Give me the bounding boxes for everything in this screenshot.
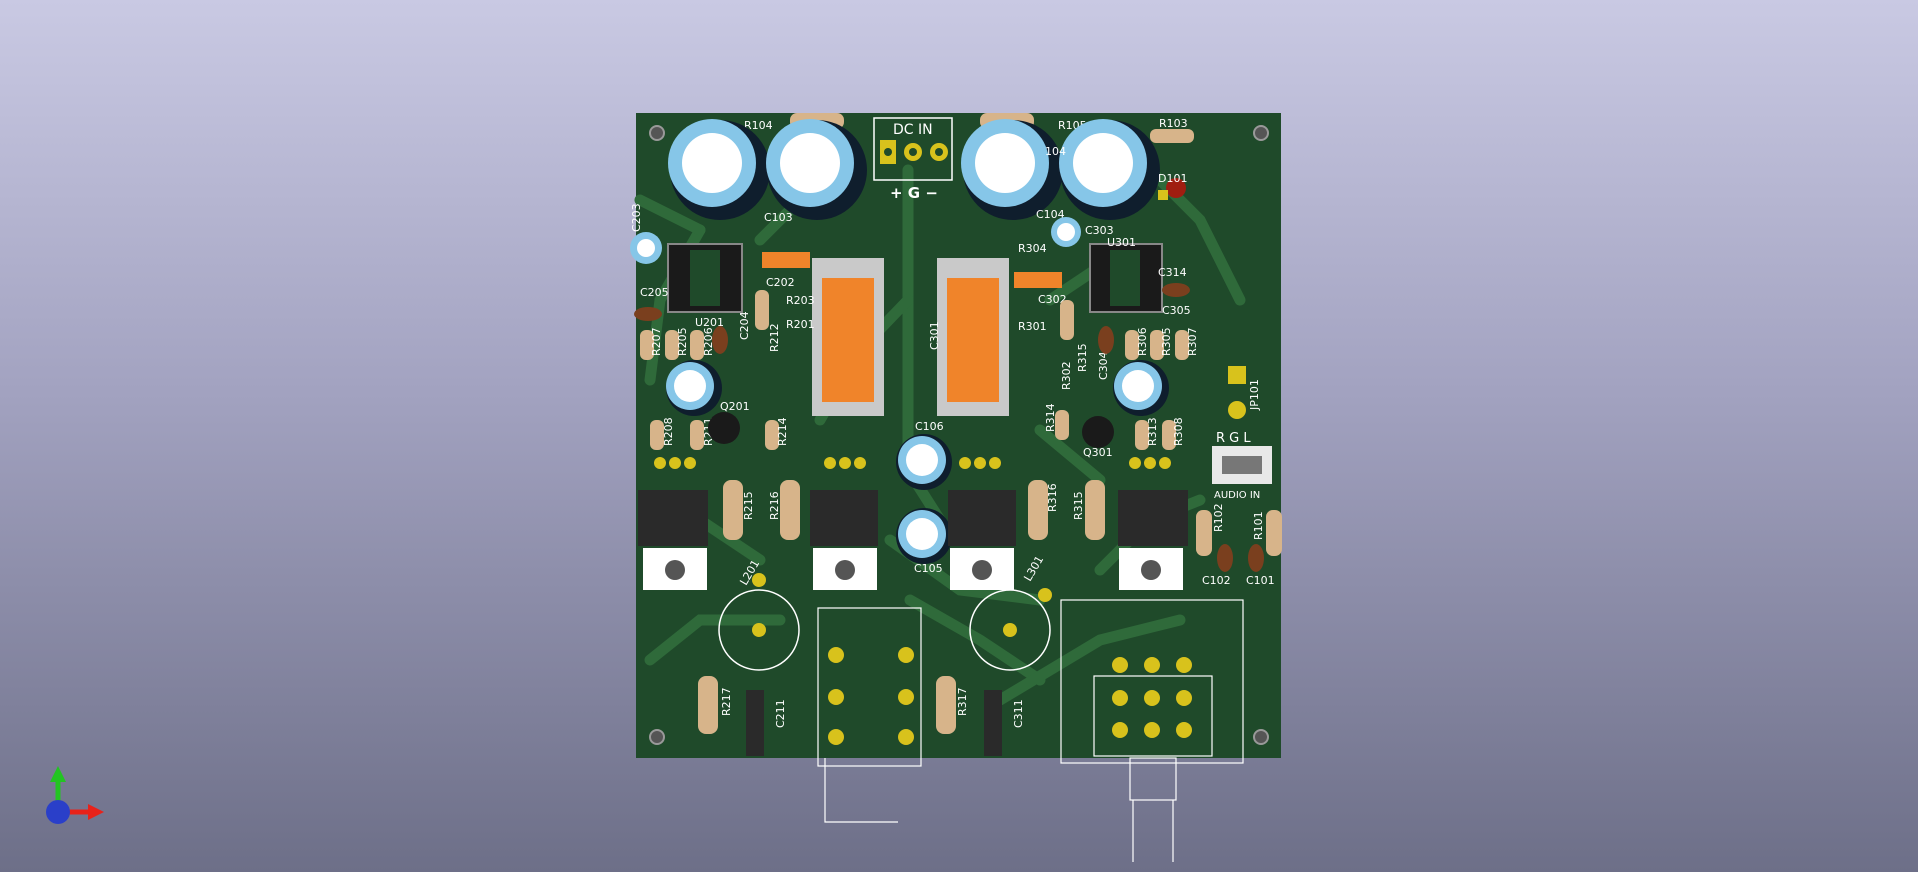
label-c205: C205: [640, 286, 669, 299]
label-c302: C302: [1038, 293, 1067, 306]
label-jp101: JP101: [1248, 379, 1261, 411]
axis-gizmo[interactable]: [46, 766, 104, 824]
label-r308: R308: [1172, 417, 1185, 446]
label-r201: R201: [786, 318, 815, 331]
label-q301: Q301: [1083, 446, 1113, 459]
mounting-holes: [649, 125, 1269, 745]
label-r101: R101: [1252, 511, 1265, 540]
label-c314: C314: [1158, 266, 1187, 279]
label-r207: R207: [650, 327, 663, 356]
label-c311: C311: [1012, 699, 1025, 728]
label-r315b: R315: [1072, 491, 1085, 520]
label-c301: C301: [928, 321, 941, 350]
label-c104-partial: 104: [1045, 145, 1066, 158]
dc-in-pins: + G −: [890, 184, 938, 202]
label-r314: R314: [1044, 403, 1057, 432]
electrolytic-caps-large: [668, 119, 1160, 220]
label-r212: R212: [768, 323, 781, 352]
label-r214: R214: [776, 417, 789, 446]
z-axis-icon: [46, 800, 70, 824]
connector-outlines: [817, 599, 1244, 767]
label-c103: C103: [764, 211, 793, 224]
transistor-q201: [708, 412, 740, 444]
label-r206: R206: [702, 327, 715, 356]
label-c204: C204: [738, 311, 751, 340]
label-r203: R203: [786, 294, 815, 307]
label-c105: C105: [914, 562, 943, 575]
choke-footprints: [718, 589, 1051, 671]
label-r102: R102: [1212, 503, 1225, 532]
choke-pads: [752, 573, 1052, 637]
regulator-pins: [654, 457, 1171, 469]
label-r103: R103: [1159, 117, 1188, 130]
label-r216: R216: [768, 491, 781, 520]
label-c202: C202: [766, 276, 795, 289]
cap-c302: [1014, 272, 1062, 288]
label-r215: R215: [742, 491, 755, 520]
voltage-regulators: [638, 490, 1188, 590]
label-r205: R205: [676, 327, 689, 356]
label-r301: R301: [1018, 320, 1047, 333]
label-r302: R302: [1060, 361, 1073, 390]
label-r104: R104: [744, 119, 773, 132]
label-c104: C104: [1036, 208, 1065, 221]
label-r305: R305: [1160, 327, 1173, 356]
label-r316: R316: [1046, 483, 1059, 512]
cap-c211: [746, 690, 764, 756]
label-q201: Q201: [720, 400, 750, 413]
dc-in-label: DC IN: [893, 122, 933, 138]
cap-c311: [984, 690, 1002, 756]
label-c101: C101: [1246, 574, 1275, 587]
label-r306: R306: [1136, 327, 1149, 356]
label-d101: D101: [1158, 172, 1187, 185]
jumper-pad-1: [1228, 366, 1246, 384]
jumper-pad-2: [1228, 401, 1246, 419]
mid-electrolytics: [666, 360, 1169, 564]
audio-in-pins: R G L: [1216, 431, 1251, 446]
label-c303: C303: [1085, 224, 1114, 237]
off-board-outlines: [824, 757, 1177, 862]
label-u301: U301: [1107, 236, 1136, 249]
vertical-resistors: [640, 290, 1282, 734]
ceramic-caps: [634, 283, 1264, 572]
label-c106: C106: [915, 420, 944, 433]
label-c102: C102: [1202, 574, 1231, 587]
label-c305: C305: [1162, 304, 1191, 317]
ic-sockets: [667, 243, 1163, 313]
cap-c202: [762, 252, 810, 268]
label-u201: U201: [695, 316, 724, 329]
label-r304: R304: [1018, 242, 1047, 255]
label-r208: R208: [662, 417, 675, 446]
label-c315: R315: [1076, 343, 1089, 372]
label-r317: R317: [956, 687, 969, 716]
label-r307: R307: [1186, 327, 1199, 356]
dc-in-header: [873, 117, 953, 181]
small-electrolytics: [630, 217, 1081, 264]
connector-pads: [828, 647, 1192, 745]
transistor-q301: [1082, 416, 1114, 448]
film-caps: [812, 258, 1009, 416]
label-r217: R217: [720, 687, 733, 716]
audio-in-label: AUDIO IN: [1214, 490, 1260, 501]
label-c211: C211: [774, 699, 787, 728]
label-r313: R313: [1146, 417, 1159, 446]
pcb-board: R104 R105 R103 DC IN + G −: [630, 113, 1282, 767]
label-c304: C304: [1097, 351, 1110, 380]
led-d101: [1166, 178, 1186, 198]
label-c203: C203: [630, 203, 643, 232]
